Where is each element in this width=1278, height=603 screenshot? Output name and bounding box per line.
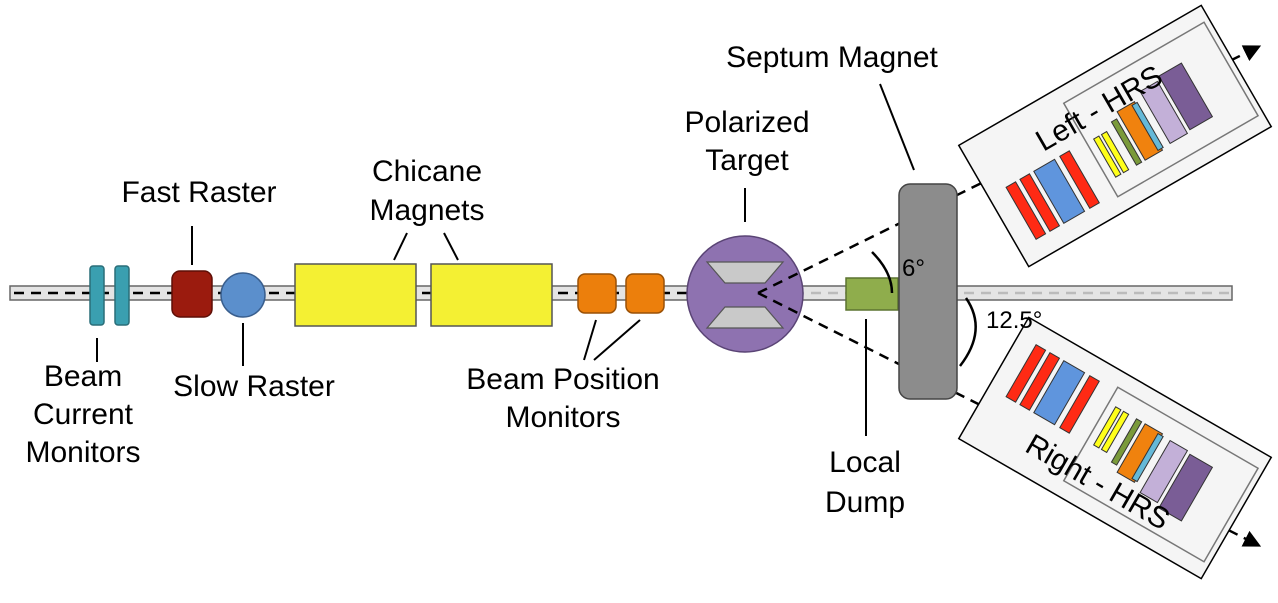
- bpm-label-line-1: Beam Position: [466, 363, 659, 396]
- beam-current-label-line-1: Beam: [44, 360, 122, 393]
- local-dump: [845, 277, 899, 311]
- polarized-target: [686, 235, 804, 353]
- fast-raster: [171, 270, 213, 318]
- beam-current-monitors: [89, 265, 130, 326]
- angle-arc-12-5deg: [959, 297, 977, 367]
- angle-6-label: 6°: [902, 255, 925, 282]
- beam-current-label-line-3: Monitors: [25, 436, 140, 469]
- right-hrs-detector-stack: Right - HRS: [957, 316, 1273, 580]
- beam-current-label-line-2: Current: [33, 398, 134, 431]
- local-dump-label-line-2: Dump: [825, 486, 905, 519]
- fast-raster-label: Fast Raster: [121, 176, 276, 209]
- leader-lines: [96, 83, 915, 436]
- chicane-label-line-2: Magnets: [369, 194, 484, 227]
- local-dump-label-line-1: Local: [829, 446, 901, 479]
- slow-raster: [220, 272, 266, 318]
- chicane-magnet-2: [430, 263, 553, 327]
- target-label-line-2: Target: [705, 144, 789, 177]
- angle-arc-6deg: [871, 251, 894, 294]
- chicane-label-line-1: Chicane: [372, 155, 482, 188]
- target-label-line-1: Polarized: [684, 106, 809, 139]
- bpm-1: [577, 273, 617, 314]
- bpm-2: [625, 273, 665, 314]
- septum-label: Septum Magnet: [726, 41, 938, 74]
- chicane-magnet-1: [294, 263, 417, 327]
- septum-magnet: [898, 183, 958, 400]
- left-hrs-detector-stack: Left - HRS: [957, 4, 1273, 268]
- angle-12-5-label: 12.5°: [986, 307, 1042, 334]
- slow-raster-label: Slow Raster: [173, 370, 335, 403]
- bpm-label-line-2: Monitors: [505, 401, 620, 434]
